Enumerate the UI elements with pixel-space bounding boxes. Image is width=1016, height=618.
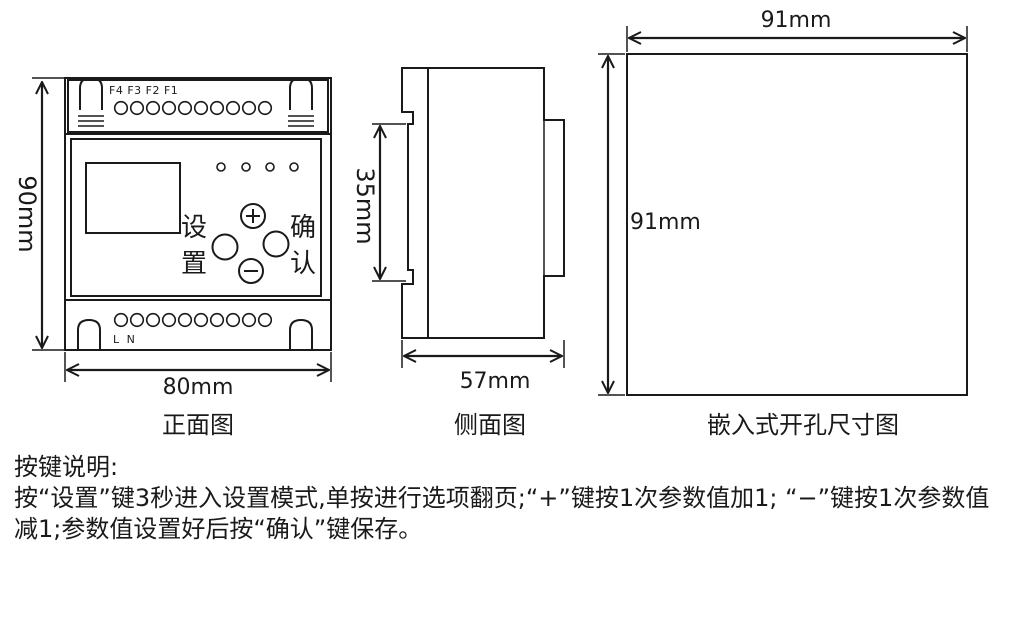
top-right-ear (289, 76, 313, 110)
plus-button (240, 203, 266, 229)
side-rail-dim: 35mm (351, 167, 379, 244)
setting-button (211, 233, 239, 261)
side-body-outline (401, 67, 565, 339)
cutout-width-dim: 91mm (761, 8, 832, 33)
display-window (85, 162, 181, 234)
dimension-diagram: F4 F3 F2 F1 (13, 8, 968, 439)
side-depth-dim: 57mm (460, 369, 531, 394)
bottom-right-ear (289, 318, 313, 350)
cutout-view: 91mm 91mm 嵌入式开孔尺寸图 (598, 8, 968, 439)
front-width-dim: 80mm (163, 375, 234, 400)
confirm-button (262, 230, 290, 258)
bottom-terminal-holes (113, 312, 273, 328)
top-left-ear (79, 76, 103, 110)
confirm-label-1: 确 (290, 213, 316, 243)
top-right-grip (288, 115, 314, 127)
confirm-label-2: 认 (290, 249, 316, 279)
cutout-square (626, 53, 968, 396)
instructions-title: 按键说明: (14, 453, 119, 481)
front-panel (70, 138, 322, 297)
bottom-left-ear (77, 318, 101, 350)
top-left-grip (78, 115, 104, 127)
cutout-height-dim: 91mm (630, 210, 701, 235)
side-view-caption: 侧面图 (454, 411, 526, 439)
top-terminal-labels: F4 F3 F2 F1 (109, 84, 178, 97)
front-view: F4 F3 F2 F1 (13, 76, 332, 439)
button-instructions: 按键说明: 按“设置”键3秒进入设置模式,单按进行选项翻页;“+”键按1次参数值… (14, 452, 1004, 545)
front-view-caption: 正面图 (162, 411, 234, 439)
instructions-body: 按“设置”键3秒进入设置模式,单按进行选项翻页;“+”键按1次参数值加1; “−… (14, 484, 990, 543)
cutout-view-caption: 嵌入式开孔尺寸图 (707, 411, 899, 439)
indicator-leds (216, 162, 299, 172)
top-terminal-holes (113, 100, 273, 116)
side-view: 35mm 57mm 侧面图 (351, 67, 565, 439)
bottom-terminal-labels: L N (113, 333, 137, 346)
front-height-dim: 90mm (13, 175, 41, 252)
front-body-outline (64, 77, 332, 351)
setting-label-2: 置 (181, 249, 207, 279)
minus-button (238, 258, 264, 284)
setting-label-1: 设 (181, 213, 207, 243)
top-terminal-block (67, 79, 329, 133)
